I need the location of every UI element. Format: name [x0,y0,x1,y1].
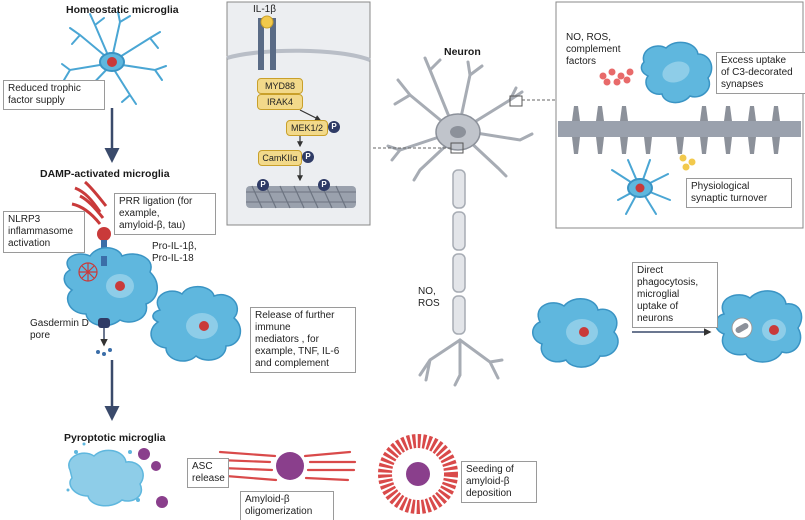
asc-specks [66,442,140,502]
il1r-right [270,18,276,70]
asc-particles [138,448,168,508]
engulfed-neuron-fragment [735,323,749,333]
release-label: Release of further immune mediators , fo… [250,307,356,373]
prr-label: PRR ligation (for example, amyloid-β, ta… [114,193,216,235]
factors-label: NO, ROS, complement factors [566,32,621,67]
camk-pill: CamKIIα [258,150,302,166]
damp-title: DAMP-activated microglia [40,168,170,180]
p-dot-dna-right: P [318,179,330,191]
neuron-zoom-box-right [509,95,523,107]
pyroptotic-title: Pyroptotic microglia [64,432,166,444]
amyloid-fibrils [71,180,108,225]
factor-particles [599,68,634,86]
gasdermin-label: Gasdermin D pore [30,318,89,341]
homeostatic-title: Homeostatic microglia [66,4,179,16]
asc-label: ASC release [187,458,229,488]
released-cytokines [96,348,112,356]
il1b-label: IL-1β [253,4,276,15]
sig-arrow-1 [299,109,322,121]
amyloid-oligomer [216,450,357,482]
yellow-synapse-particles [679,154,696,171]
turnover-label: Physiological synaptic turnover [686,178,792,208]
il1b-ligand [260,15,274,29]
inflammasome [78,262,98,282]
pro-il-label: Pro-IL-1β, Pro-IL-18 [152,241,197,264]
no-ros-label: NO, ROS [418,286,440,309]
p-dot-mek: P [328,121,340,133]
mek-pill: MEK1/2 [286,120,328,136]
p-dot-camk: P [302,151,314,163]
phago-label: Direct phagocytosis, microglial uptake o… [632,262,718,328]
membrane [226,48,371,62]
irak4-pill: IRAK4 [257,94,303,110]
excess-label: Excess uptake of C3-decorated synapses [716,52,805,94]
nlrp3-label: NLRP3 inflammasome activation [3,211,85,253]
damp-nucleus [115,281,125,291]
neuron [386,56,534,387]
amyloid-core [276,452,304,480]
phago-2-nucleus [769,325,779,335]
p-dot-dna-left: P [257,179,269,191]
plaque-core [406,462,430,486]
phago-1-nucleus [579,327,589,337]
spines [572,106,780,154]
phago-microglia-2 [715,290,803,363]
prr-receptor [97,227,111,241]
pro-il-receptor [101,256,107,266]
neuron-label: Neuron [444,46,481,58]
trophic-label: Reduced trophic factor supply [3,80,105,110]
turnover-nucleus [635,183,645,193]
axon [452,169,466,335]
myd88-pill: MYD88 [257,78,303,94]
dendrite [558,121,801,137]
microglia-2-nucleus [199,321,209,331]
excess-microglia-nucleus [662,61,690,83]
dna [246,185,356,209]
amyloid-plaque [378,434,458,514]
il1r-left [258,18,264,70]
homeostatic-nucleus [107,57,117,67]
gasdermin-pore [98,318,110,328]
neuron-nucleus [450,126,466,138]
seeding-label: Seeding of amyloid-β deposition [461,461,537,503]
oligo-label: Amyloid-β oligomerization [240,491,334,520]
pyroptotic-microglia [68,449,144,507]
